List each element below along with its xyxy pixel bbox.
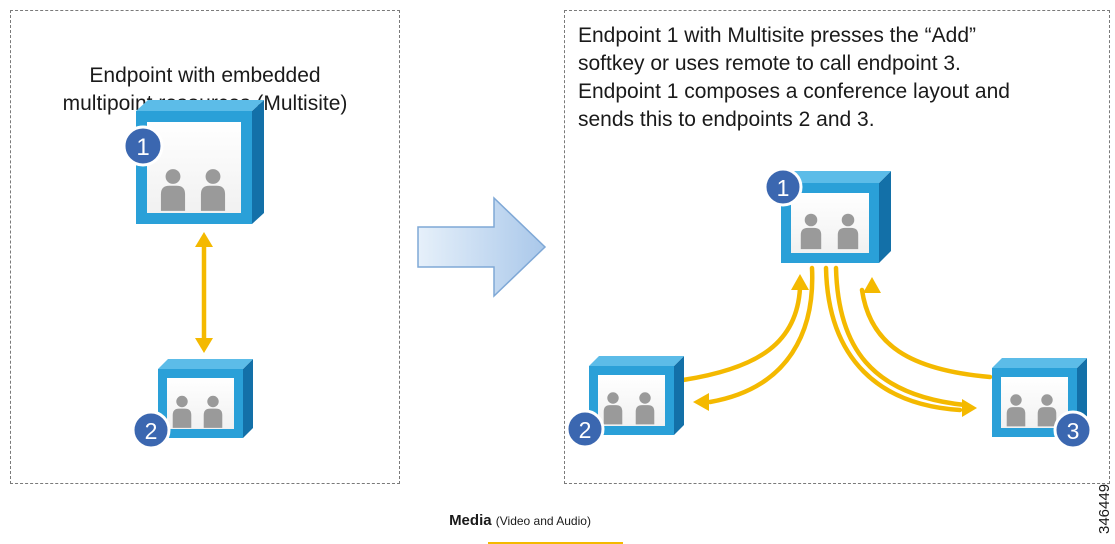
endpoint-badge: 2	[131, 410, 171, 450]
endpoint-badge: 1	[763, 167, 803, 207]
right-caption-line: softkey or uses remote to call endpoint …	[578, 52, 961, 75]
endpoint-monitor	[589, 356, 684, 435]
right-panel	[564, 10, 1110, 484]
media-arrows-right	[680, 265, 993, 413]
endpoint-badge-label: 3	[1067, 418, 1080, 444]
endpoint-badge-label: 2	[145, 418, 158, 444]
legend-title: Media	[449, 512, 492, 529]
left-caption-line: Endpoint with embedded	[89, 64, 321, 87]
endpoint-badge: 2	[565, 409, 605, 449]
endpoint-badge-label: 1	[136, 134, 149, 161]
left-panel	[10, 10, 400, 484]
endpoint-monitor	[158, 359, 253, 438]
legend-swatch	[488, 542, 623, 544]
endpoint-badge-label: 1	[777, 175, 790, 201]
media-arrowhead	[693, 393, 709, 411]
right-caption-line: Endpoint 1 composes a conference layout …	[578, 80, 1010, 103]
media-arrowhead	[195, 338, 213, 353]
endpoint-monitor	[781, 171, 891, 263]
media-arrowhead	[863, 277, 881, 293]
right-caption: Endpoint 1 with Multisite presses the “A…	[578, 22, 1098, 134]
media-arrowhead	[962, 399, 977, 417]
legend-detail: (Video and Audio)	[495, 514, 591, 528]
right-caption-line: Endpoint 1 with Multisite presses the “A…	[578, 24, 977, 47]
media-arrowhead	[791, 274, 809, 290]
right-caption-line: sends this to endpoints 2 and 3.	[578, 108, 875, 131]
endpoint-badge: 3	[1053, 410, 1093, 450]
figure-id: 346449	[1096, 483, 1113, 534]
endpoint-badge-label: 2	[579, 417, 592, 443]
legend: Media (Video and Audio)	[0, 512, 1040, 529]
endpoint-monitor	[136, 100, 264, 224]
endpoint-badge: 1	[122, 125, 164, 167]
media-arrowhead	[195, 232, 213, 247]
transition-arrow	[417, 196, 547, 298]
